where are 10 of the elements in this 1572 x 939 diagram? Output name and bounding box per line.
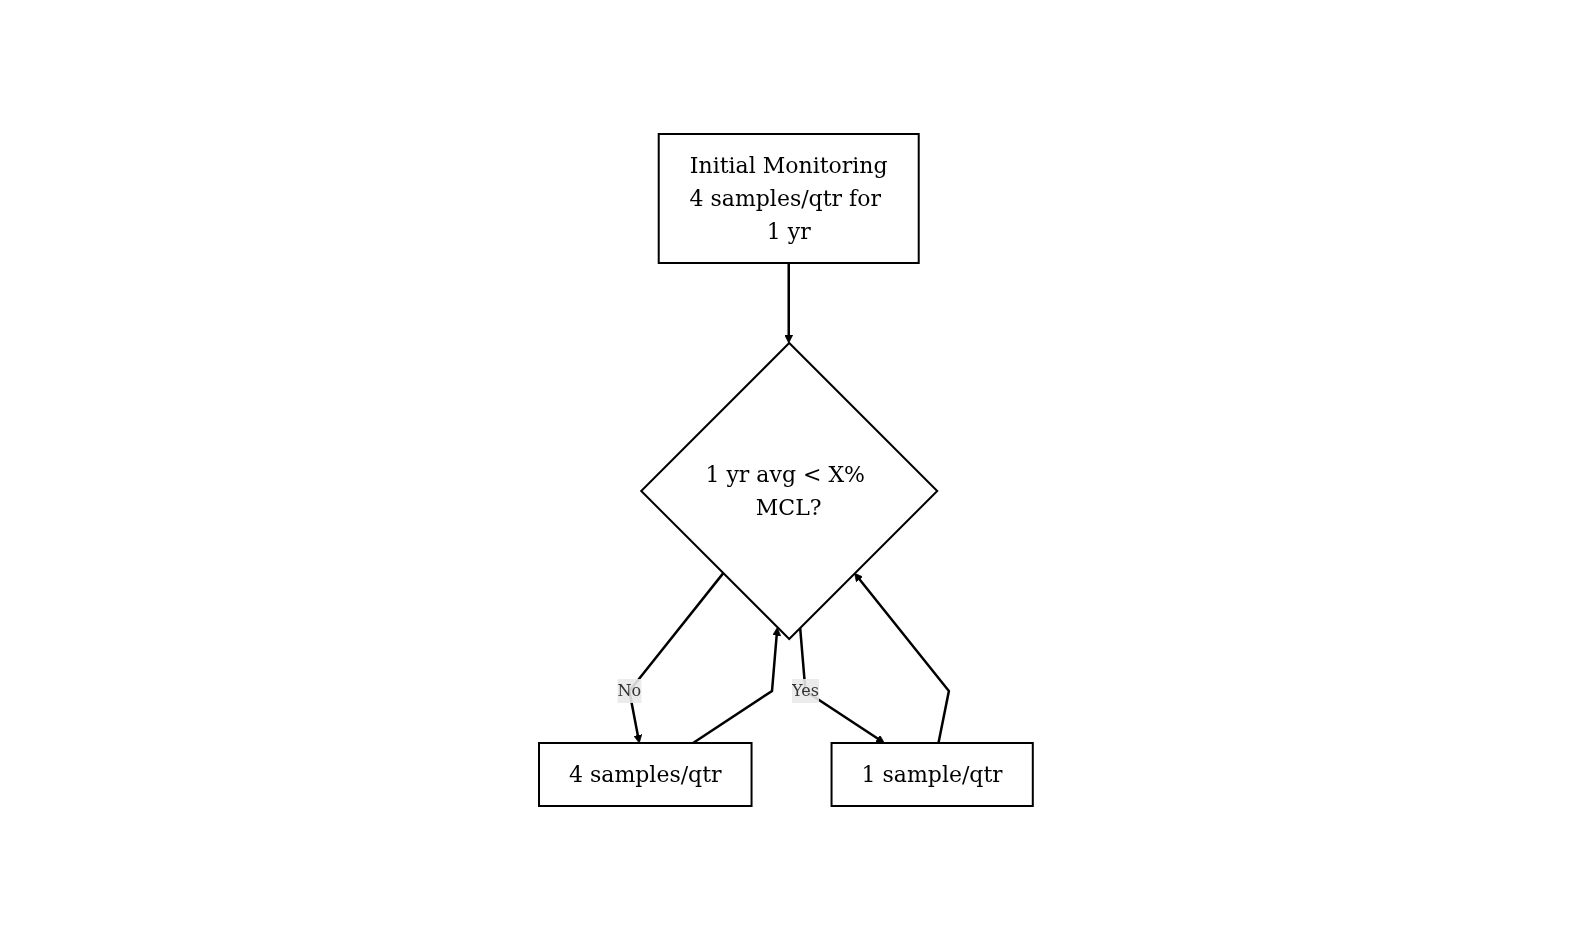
node-diamond: 1 yr avg < X% MCL?	[639, 341, 939, 640]
node-box: 4 samples/qtr	[538, 741, 753, 807]
node-box: Initial Monitoring 4 samples/qtr for 1 yr	[657, 132, 920, 264]
arrow	[784, 262, 794, 343]
node-box: 1 sample/qtr	[830, 741, 1034, 807]
arrow	[854, 572, 951, 743]
arrow	[628, 572, 725, 743]
edge-label: No	[617, 680, 642, 700]
arrow	[692, 626, 782, 744]
edge-label: Yes	[792, 680, 819, 700]
